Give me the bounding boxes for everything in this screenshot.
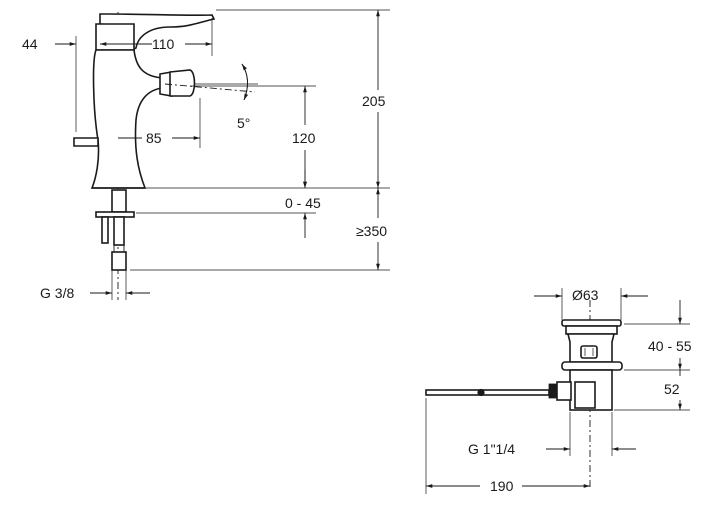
shank bbox=[111, 189, 127, 213]
dim-44-label: 44 bbox=[22, 36, 38, 52]
dim-190-label: 190 bbox=[490, 478, 514, 494]
pull-rod-joint bbox=[477, 388, 485, 397]
dim-0-45-label: 0 - 45 bbox=[285, 195, 321, 211]
dim-g38-label: G 3/8 bbox=[40, 285, 74, 301]
dim-120-label: 120 bbox=[292, 130, 316, 146]
waste-slot bbox=[580, 345, 598, 359]
spout-ball bbox=[169, 69, 196, 97]
dim-g114-label: G 1"1/4 bbox=[468, 441, 515, 457]
waste-plug-top bbox=[565, 325, 618, 335]
dim-52-label: 52 bbox=[664, 381, 680, 397]
cartridge-cap bbox=[95, 23, 135, 51]
dim-110-label: 110 bbox=[152, 36, 175, 52]
spray-axis bbox=[164, 83, 256, 93]
faucet-body bbox=[90, 49, 163, 189]
dim-5deg-label: 5° bbox=[237, 115, 250, 131]
flex-hose-left bbox=[101, 216, 109, 244]
waste-nut bbox=[561, 361, 623, 371]
threaded-rod bbox=[113, 216, 125, 246]
waste-flange bbox=[561, 319, 622, 327]
pull-rod bbox=[425, 389, 550, 396]
dim-350-label: ≥350 bbox=[356, 223, 387, 239]
rod-connector bbox=[556, 381, 572, 401]
rod-connector-nut bbox=[548, 383, 558, 399]
dim-205-label: 205 bbox=[362, 93, 386, 109]
waste-tail-inner bbox=[574, 381, 596, 409]
popup-rod bbox=[73, 137, 99, 147]
connection-nut bbox=[111, 251, 127, 271]
dim-d63-label: Ø63 bbox=[572, 287, 599, 303]
dim-40-55-label: 40 - 55 bbox=[648, 338, 692, 354]
popup-waste-drawing: Ø63 40 - 55 52 G 1"1/4 190 bbox=[425, 287, 692, 494]
dim-85-label: 85 bbox=[146, 130, 162, 146]
bidet-mixer-drawing: 44 110 5° 85 120 205 0 - 45 bbox=[22, 9, 390, 301]
